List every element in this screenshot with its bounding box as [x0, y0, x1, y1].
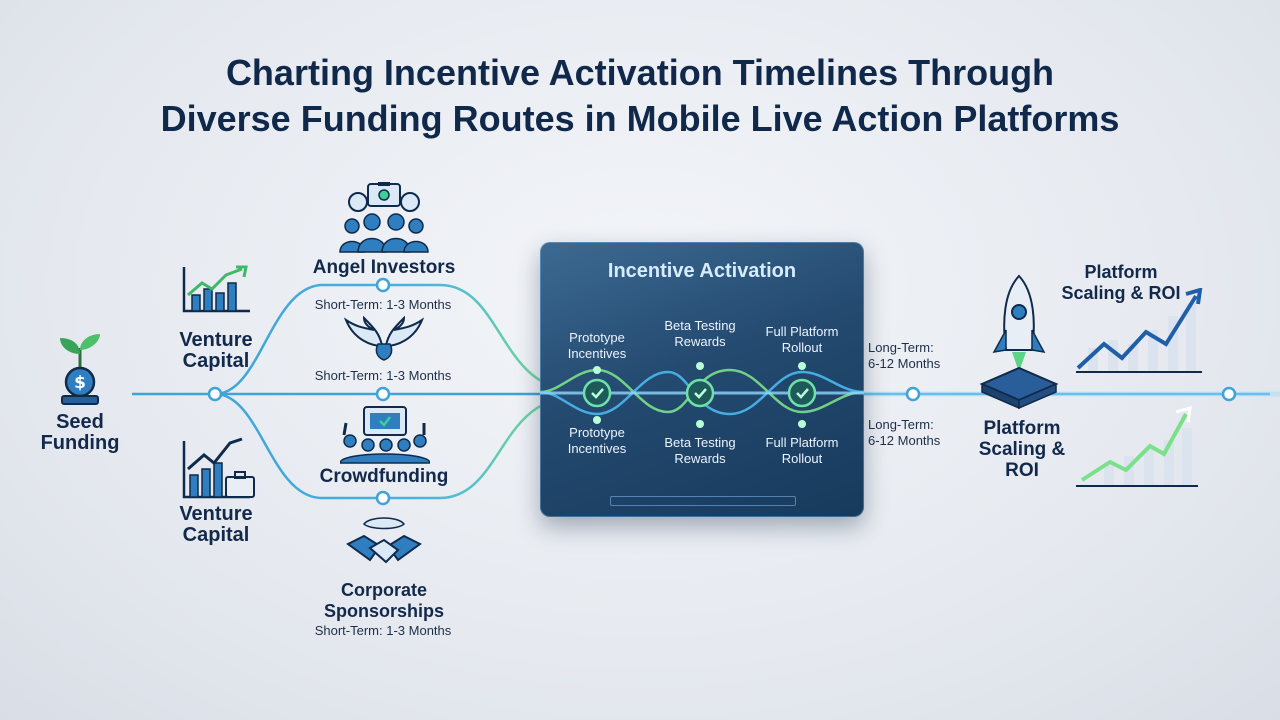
wings-icon	[344, 316, 424, 361]
node-dot	[905, 386, 921, 402]
angel-timing-label: Short-Term: 1-3 Months	[314, 297, 452, 312]
check-node	[685, 378, 715, 408]
node-dot	[375, 277, 391, 293]
upper-branch	[214, 283, 571, 396]
corporate-timing-label: Short-Term: 1-3 Months	[314, 623, 452, 638]
growth-chart-icon	[182, 265, 250, 313]
page-title: Charting Incentive Activation Timelines …	[0, 50, 1280, 142]
growth-chart-briefcase-icon	[182, 437, 255, 499]
check-node	[787, 378, 817, 408]
title-line-2: Diverse Funding Routes in Mobile Live Ac…	[160, 98, 1120, 139]
panel-waves	[540, 362, 864, 428]
svg-text:$: $	[74, 373, 86, 393]
crowdfunding-label: Crowdfunding	[319, 466, 449, 487]
wings-timing-label: Short-Term: 1-3 Months	[314, 368, 452, 383]
title-line-1: Charting Incentive Activation Timelines …	[225, 52, 1055, 93]
rocket-icon	[979, 274, 1059, 410]
crowdfunding-icon	[340, 406, 430, 464]
handshake-icon	[346, 517, 422, 564]
long-term-bottom-label: Long-Term:6-12 Months	[868, 417, 941, 448]
panel-progress-bar	[610, 496, 796, 506]
check-node	[582, 378, 612, 408]
node-dot	[207, 386, 223, 402]
node-dot	[1221, 386, 1237, 402]
lower-branch	[214, 392, 571, 500]
roi-chart-icon	[1076, 405, 1198, 487]
panel-title: Incentive Activation	[607, 260, 797, 282]
roi-chart-icon	[1076, 288, 1203, 373]
node-dot	[375, 490, 391, 506]
node-dot	[375, 386, 391, 402]
long-term-top-label: Long-Term:6-12 Months	[868, 340, 941, 371]
dollar-sprout-icon: $	[60, 334, 100, 405]
angel-investors-group-icon	[339, 182, 429, 253]
angel-investors-label: Angel Investors	[312, 257, 456, 278]
